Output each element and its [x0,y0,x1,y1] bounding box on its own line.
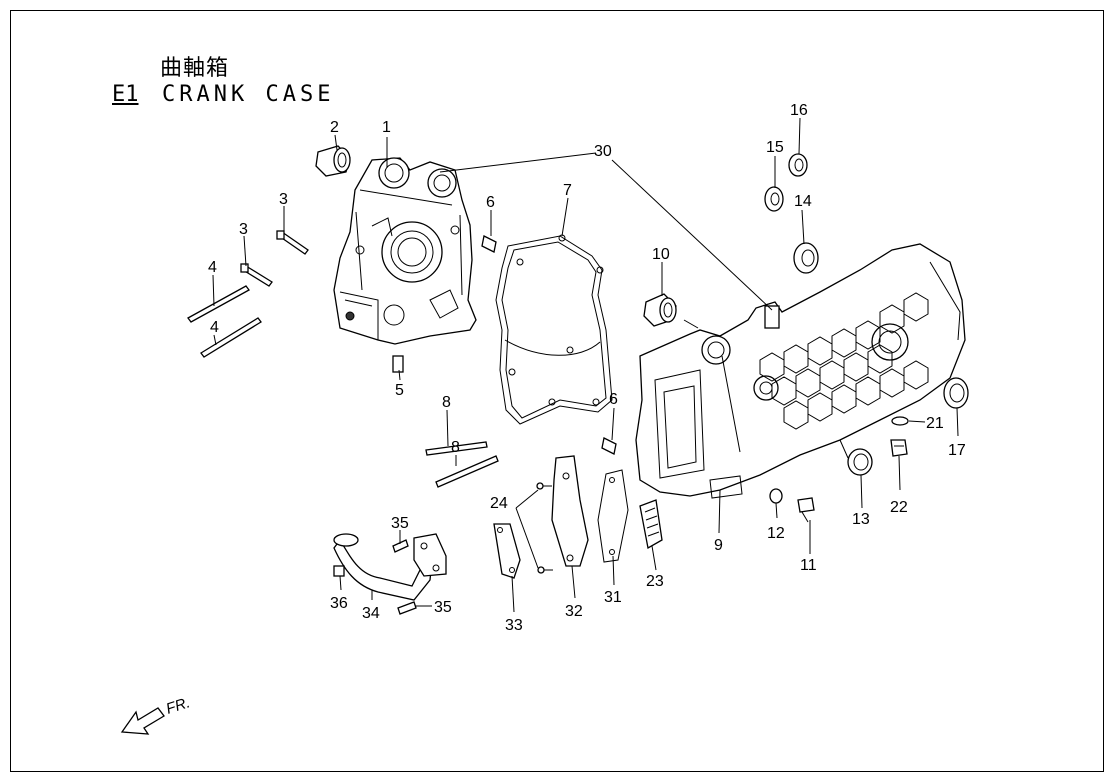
callout-32: 32 [565,603,583,620]
callout-12: 12 [767,525,785,542]
callout-16: 16 [790,102,808,119]
screw-part-24-lower [537,566,553,574]
right-crankcase-half [635,243,966,499]
callout-35-upper: 35 [391,515,409,532]
section-code: E1 [112,82,139,107]
callout-6-lower: 6 [609,391,618,408]
callout-5: 5 [395,382,404,399]
seal-part-15 [764,186,784,212]
oil-pipe-part-34 [333,533,447,601]
callout-labels: 1 2 3 3 4 4 5 6 6 7 8 8 9 10 11 12 13 14… [208,102,966,634]
bolt-part-3-upper [276,230,309,255]
gasket-part-7 [495,234,613,425]
callout-14: 14 [794,193,812,210]
drain-plug-part-22 [890,439,908,457]
diagram-frame [10,10,1104,772]
front-direction-arrow-icon [120,707,165,735]
callout-10: 10 [652,246,670,263]
callout-23: 23 [646,573,664,590]
dowel-part-6-lower [601,437,617,455]
stud-part-8-upper [425,441,488,456]
stud-part-4-lower [200,317,262,358]
strainer-part-23 [639,499,663,550]
bolt-part-35-lower [397,601,417,615]
callout-2: 2 [330,119,339,136]
gasket-part-31 [597,469,629,563]
callout-13: 13 [852,511,870,528]
callout-35-lower: 35 [434,599,452,616]
bolt-part-35-upper [392,539,409,553]
bushing-part-2 [315,145,351,177]
stud-part-8-lower [435,455,499,488]
callout-8-upper: 8 [442,394,451,411]
bearing-part-14 [793,242,819,274]
title-chinese: 曲軸箱 [160,56,230,81]
callout-21: 21 [926,415,944,432]
callout-4-upper: 4 [208,259,217,276]
screw-part-24-upper [536,482,552,490]
callout-6-upper: 6 [486,194,495,211]
callout-22: 22 [890,499,908,516]
callout-4-lower: 4 [210,319,219,336]
callout-24: 24 [490,495,508,512]
callout-11: 11 [800,557,817,574]
dowel-part-6-upper [481,235,497,253]
stud-part-4-upper [187,285,250,323]
cover-part-32 [551,455,589,567]
callout-15: 15 [766,139,784,156]
callout-36: 36 [330,595,348,612]
left-crankcase-half [333,157,477,345]
callout-34: 34 [362,605,380,622]
callout-17: 17 [948,442,966,459]
seal-part-13 [847,448,873,476]
bolt-part-3-lower [240,263,273,287]
leader-lines [212,117,959,613]
front-direction-label: FR. [164,694,192,718]
bushing-part-10 [643,293,677,327]
washer-part-21 [891,416,909,426]
seal-part-16 [788,153,808,177]
washer-part-12 [769,488,783,504]
page-title: CRANK CASE [162,82,335,107]
callout-31: 31 [604,589,622,606]
bolt-part-11 [797,497,815,523]
plate-part-33 [493,523,521,579]
callout-9: 9 [714,537,723,554]
callout-8-lower: 8 [451,439,460,456]
callout-3-lower: 3 [239,221,248,238]
callout-33: 33 [505,617,523,634]
callout-3-upper: 3 [279,191,288,208]
callout-7: 7 [563,182,572,199]
callout-1: 1 [382,119,391,136]
seal-part-17 [943,377,969,409]
nut-part-36 [333,565,345,577]
dowel-part-5 [392,355,404,373]
callout-30: 30 [594,143,612,160]
